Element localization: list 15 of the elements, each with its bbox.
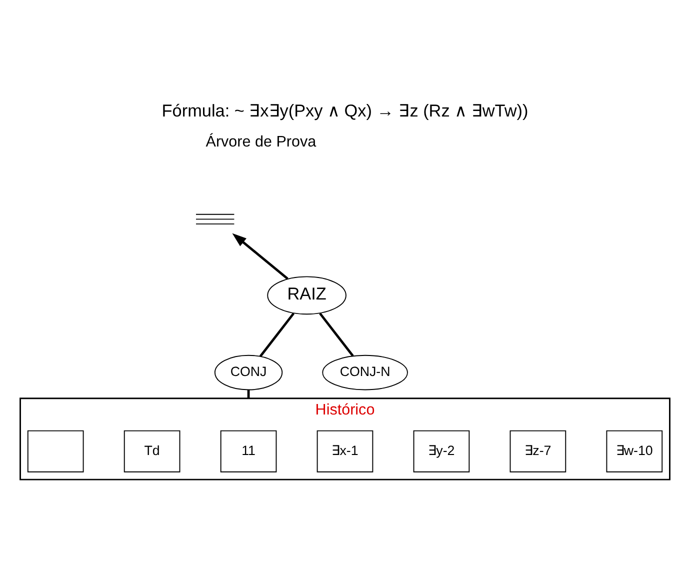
node-box: ∃w-10	[606, 430, 663, 472]
node-box	[27, 430, 84, 472]
arrow	[232, 233, 288, 280]
label: Árvore de Prova	[206, 133, 316, 150]
diagram-title: Fórmula: ~ ∃x∃y(Pxy ∧ Qx) → ∃z (Rz ∧ ∃wTw))	[162, 100, 528, 120]
node-ellipse: RAIZ	[267, 276, 346, 315]
node-ellipse: CONJ	[214, 354, 283, 390]
node-ellipse: CONJ-N	[322, 354, 408, 390]
node-box: 11	[220, 430, 277, 472]
connector	[259, 312, 295, 358]
node-box: Td	[124, 430, 180, 472]
node-box: ∃x-1	[316, 430, 374, 472]
node-box: ∃z-7	[510, 430, 566, 472]
connector	[319, 312, 354, 357]
node-box: ∃y-2	[413, 430, 470, 472]
